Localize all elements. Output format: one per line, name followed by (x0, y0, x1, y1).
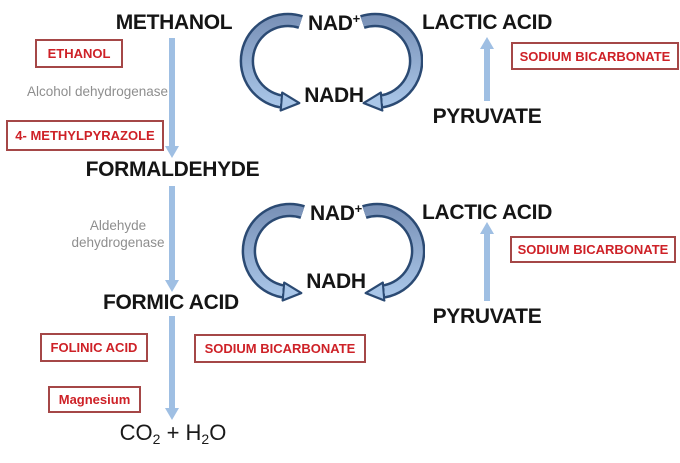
pyruvate-to-lactate-arrow-2-icon (484, 234, 490, 301)
nad-cycle-arrows-2-icon (241, 202, 425, 302)
co2-subscript: 2 (152, 431, 161, 447)
lactic-acid-label-1: LACTIC ACID (422, 11, 553, 34)
antidote-box-sodium-bicarbonate-1: SODIUM BICARBONATE (511, 42, 679, 70)
pyruvate-to-lactate-arrow-1-icon (484, 49, 490, 101)
pathway-node-co2-h2o: CO2 + H2O (117, 420, 229, 447)
enzyme-label-aldehyde-dehydrogenase: Aldehyde dehydrogenase (71, 218, 165, 250)
ethanol-box-label: ETHANOL (47, 46, 111, 61)
lactic-acid-label-2: LACTIC ACID (422, 201, 553, 224)
nad-text-2: NAD (310, 202, 355, 225)
nad-plus-sup-2: + (354, 201, 363, 216)
h2o-text: H (185, 420, 202, 445)
nad-plus-sup-1: + (352, 11, 361, 26)
formaldehyde-to-formic-acid-arrow-icon (169, 186, 175, 280)
enzyme-label-alcohol-dehydrogenase: Alcohol dehydrogenase (26, 84, 169, 99)
pathway-node-methanol: METHANOL (115, 11, 233, 34)
nad-cycle-arrows-1-icon (239, 12, 423, 112)
pathway-node-formaldehyde: FORMALDEHYDE (85, 158, 260, 181)
antidote-box-magnesium: Magnesium (48, 386, 141, 413)
pyruvate-label-1: PYRUVATE (432, 105, 542, 128)
formic-acid-to-co2-arrow-icon (169, 316, 175, 408)
nad-label-2: NAD+ (298, 197, 374, 226)
h2o-subscript: 2 (201, 431, 210, 447)
nadh-label-2: NADH (306, 270, 366, 293)
antidote-box-folinic-acid: FOLINIC ACID (40, 333, 148, 362)
methylpyrazole-box-label: 4- METHYLPYRAZOLE (15, 128, 155, 143)
plus-text: + (160, 420, 186, 445)
antidote-box-sodium-bicarbonate-formic: SODIUM BICARBONATE (194, 334, 366, 363)
nadh-label-1: NADH (304, 84, 364, 107)
folinic-acid-box-label: FOLINIC ACID (50, 340, 138, 355)
sodium-bicarbonate-label-1: SODIUM BICARBONATE (519, 48, 671, 64)
nad-text-1: NAD (308, 12, 353, 35)
antidote-box-sodium-bicarbonate-2: SODIUM BICARBONATE (510, 236, 676, 263)
co2-text: CO (119, 420, 153, 445)
antidote-box-4-methylpyrazole: 4- METHYLPYRAZOLE (6, 120, 164, 151)
methanol-to-formaldehyde-arrow-icon (169, 38, 175, 146)
o-text: O (209, 420, 227, 445)
sodium-bicarbonate-label-2: SODIUM BICARBONATE (517, 242, 669, 257)
pyruvate-label-2: PYRUVATE (432, 305, 542, 328)
sodium-bicarbonate-formic-label: SODIUM BICARBONATE (204, 341, 356, 356)
magnesium-box-label: Magnesium (58, 392, 131, 407)
antidote-box-ethanol: ETHANOL (35, 39, 123, 68)
pathway-node-formic-acid: FORMIC ACID (103, 291, 239, 314)
nad-label-1: NAD+ (296, 7, 372, 36)
